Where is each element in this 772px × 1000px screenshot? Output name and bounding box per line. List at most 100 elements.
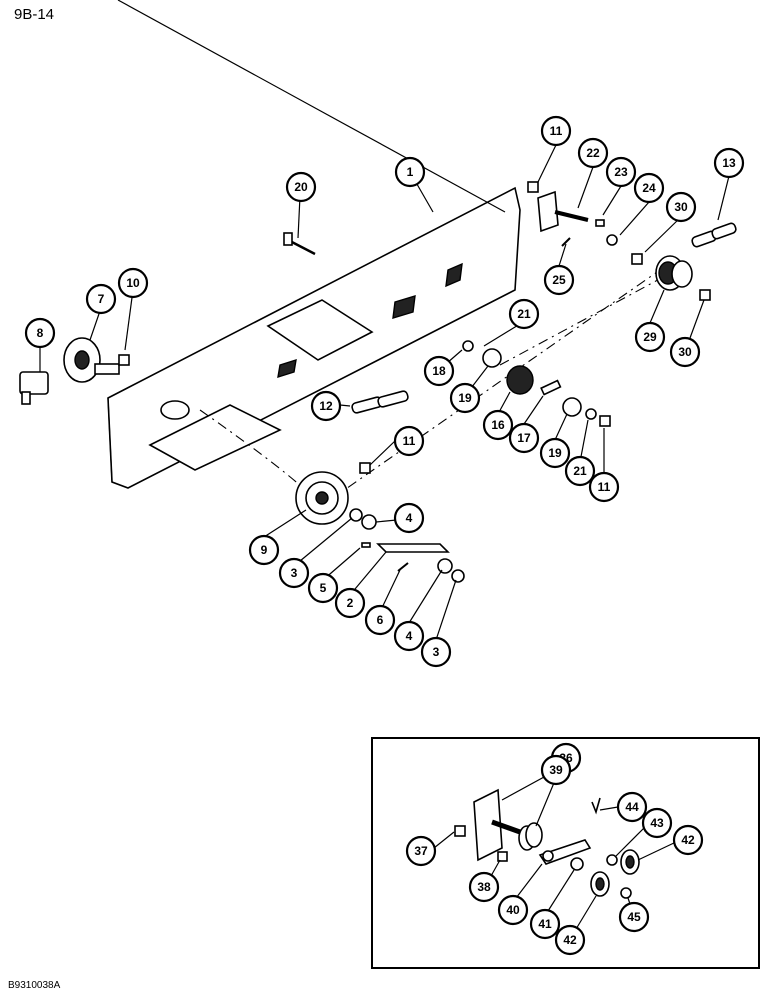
svg-text:43: 43	[650, 816, 664, 830]
svg-text:24: 24	[642, 181, 656, 195]
svg-text:12: 12	[319, 399, 333, 413]
nut-11a	[527, 181, 539, 193]
callout-12: 12	[310, 390, 342, 422]
inset-spring-39	[518, 822, 543, 851]
svg-text:22: 22	[586, 146, 600, 160]
inset-washer-43	[606, 854, 618, 866]
svg-text:7: 7	[98, 292, 105, 306]
nut-11b	[359, 462, 371, 474]
callout-25: 25	[543, 264, 575, 296]
inset-nut-38	[497, 851, 508, 862]
callout-17: 17	[508, 422, 540, 454]
svg-text:29: 29	[643, 330, 657, 344]
figure-code: B9310038A	[8, 980, 61, 991]
svg-text:25: 25	[552, 273, 566, 287]
nut-10	[118, 354, 130, 366]
svg-text:3: 3	[433, 645, 440, 659]
inset-bolt-37	[454, 825, 466, 837]
inset-pulley-42a	[620, 849, 640, 875]
svg-text:30: 30	[678, 345, 692, 359]
svg-text:19: 19	[548, 446, 562, 460]
washer-18	[462, 340, 474, 352]
svg-text:44: 44	[625, 800, 639, 814]
inset-pulley-42b	[590, 871, 610, 897]
svg-text:16: 16	[491, 418, 505, 432]
inset-bushing-41	[570, 857, 584, 871]
callout-19a: 19	[449, 382, 481, 414]
pin-25	[561, 237, 571, 247]
svg-text:6: 6	[377, 613, 384, 627]
callout-8: 8	[24, 317, 56, 349]
callout-45: 45	[618, 901, 650, 933]
spacer-30b	[699, 289, 711, 301]
washer-4b	[437, 558, 453, 574]
callout-11c: 11	[588, 471, 620, 503]
pin-6	[397, 562, 409, 572]
callout-24: 24	[633, 172, 665, 204]
washer-4a	[361, 514, 377, 530]
callout-13: 13	[713, 147, 745, 179]
svg-text:42: 42	[563, 933, 577, 947]
callout-23: 23	[605, 156, 637, 188]
callout-30b: 30	[669, 336, 701, 368]
callout-9: 9	[248, 534, 280, 566]
pin-17	[540, 379, 562, 396]
shaft-2	[376, 543, 450, 553]
callout-7: 7	[85, 283, 117, 315]
callout-5: 5	[307, 572, 339, 604]
callout-19b: 19	[539, 437, 571, 469]
inset-box	[371, 737, 760, 969]
svg-text:23: 23	[614, 165, 628, 179]
svg-text:11: 11	[598, 480, 611, 494]
inset-washer-45	[620, 887, 632, 899]
svg-text:21: 21	[573, 464, 587, 478]
callout-3b: 3	[420, 636, 452, 668]
callout-4b: 4	[393, 620, 425, 652]
svg-text:4: 4	[406, 629, 413, 643]
svg-text:3: 3	[291, 566, 298, 580]
callout-10: 10	[117, 267, 149, 299]
callout-44: 44	[616, 791, 648, 823]
svg-text:18: 18	[432, 364, 446, 378]
callout-22: 22	[577, 137, 609, 169]
callout-1: 1	[394, 156, 426, 188]
svg-text:10: 10	[126, 276, 140, 290]
callout-6: 6	[364, 604, 396, 636]
svg-text:39: 39	[549, 763, 563, 777]
chain-12	[351, 390, 409, 414]
svg-text:30: 30	[674, 200, 688, 214]
chain-13	[691, 222, 737, 248]
chain-path	[499, 267, 681, 366]
nut-24	[606, 234, 618, 246]
svg-text:5: 5	[320, 581, 327, 595]
inset-arm-40	[538, 839, 592, 865]
callout-40: 40	[497, 894, 529, 926]
svg-text:11: 11	[550, 124, 563, 138]
callout-3a: 3	[278, 557, 310, 589]
callout-38: 38	[468, 871, 500, 903]
svg-text:19: 19	[458, 391, 472, 405]
page-reference: 9B-14	[14, 6, 55, 23]
svg-text:11: 11	[403, 434, 416, 448]
key-5	[361, 542, 371, 548]
callout-42a: 42	[672, 824, 704, 856]
svg-text:45: 45	[627, 910, 641, 924]
callout-21b: 21	[564, 455, 596, 487]
bracket-22	[537, 190, 589, 233]
callout-42b: 42	[554, 924, 586, 956]
main-frame	[107, 0, 521, 489]
svg-text:37: 37	[414, 844, 428, 858]
callout-20: 20	[285, 171, 317, 203]
callout-11a: 11	[540, 115, 572, 147]
callout-18: 18	[423, 355, 455, 387]
inset-pin-44	[591, 797, 601, 815]
callout-39: 39	[540, 754, 572, 786]
callout-30a: 30	[665, 191, 697, 223]
svg-text:8: 8	[37, 326, 44, 340]
nut-11c	[599, 415, 611, 427]
svg-text:17: 17	[517, 431, 531, 445]
callout-11b: 11	[393, 425, 425, 457]
callout-4a: 4	[393, 502, 425, 534]
idler-7	[63, 337, 120, 383]
